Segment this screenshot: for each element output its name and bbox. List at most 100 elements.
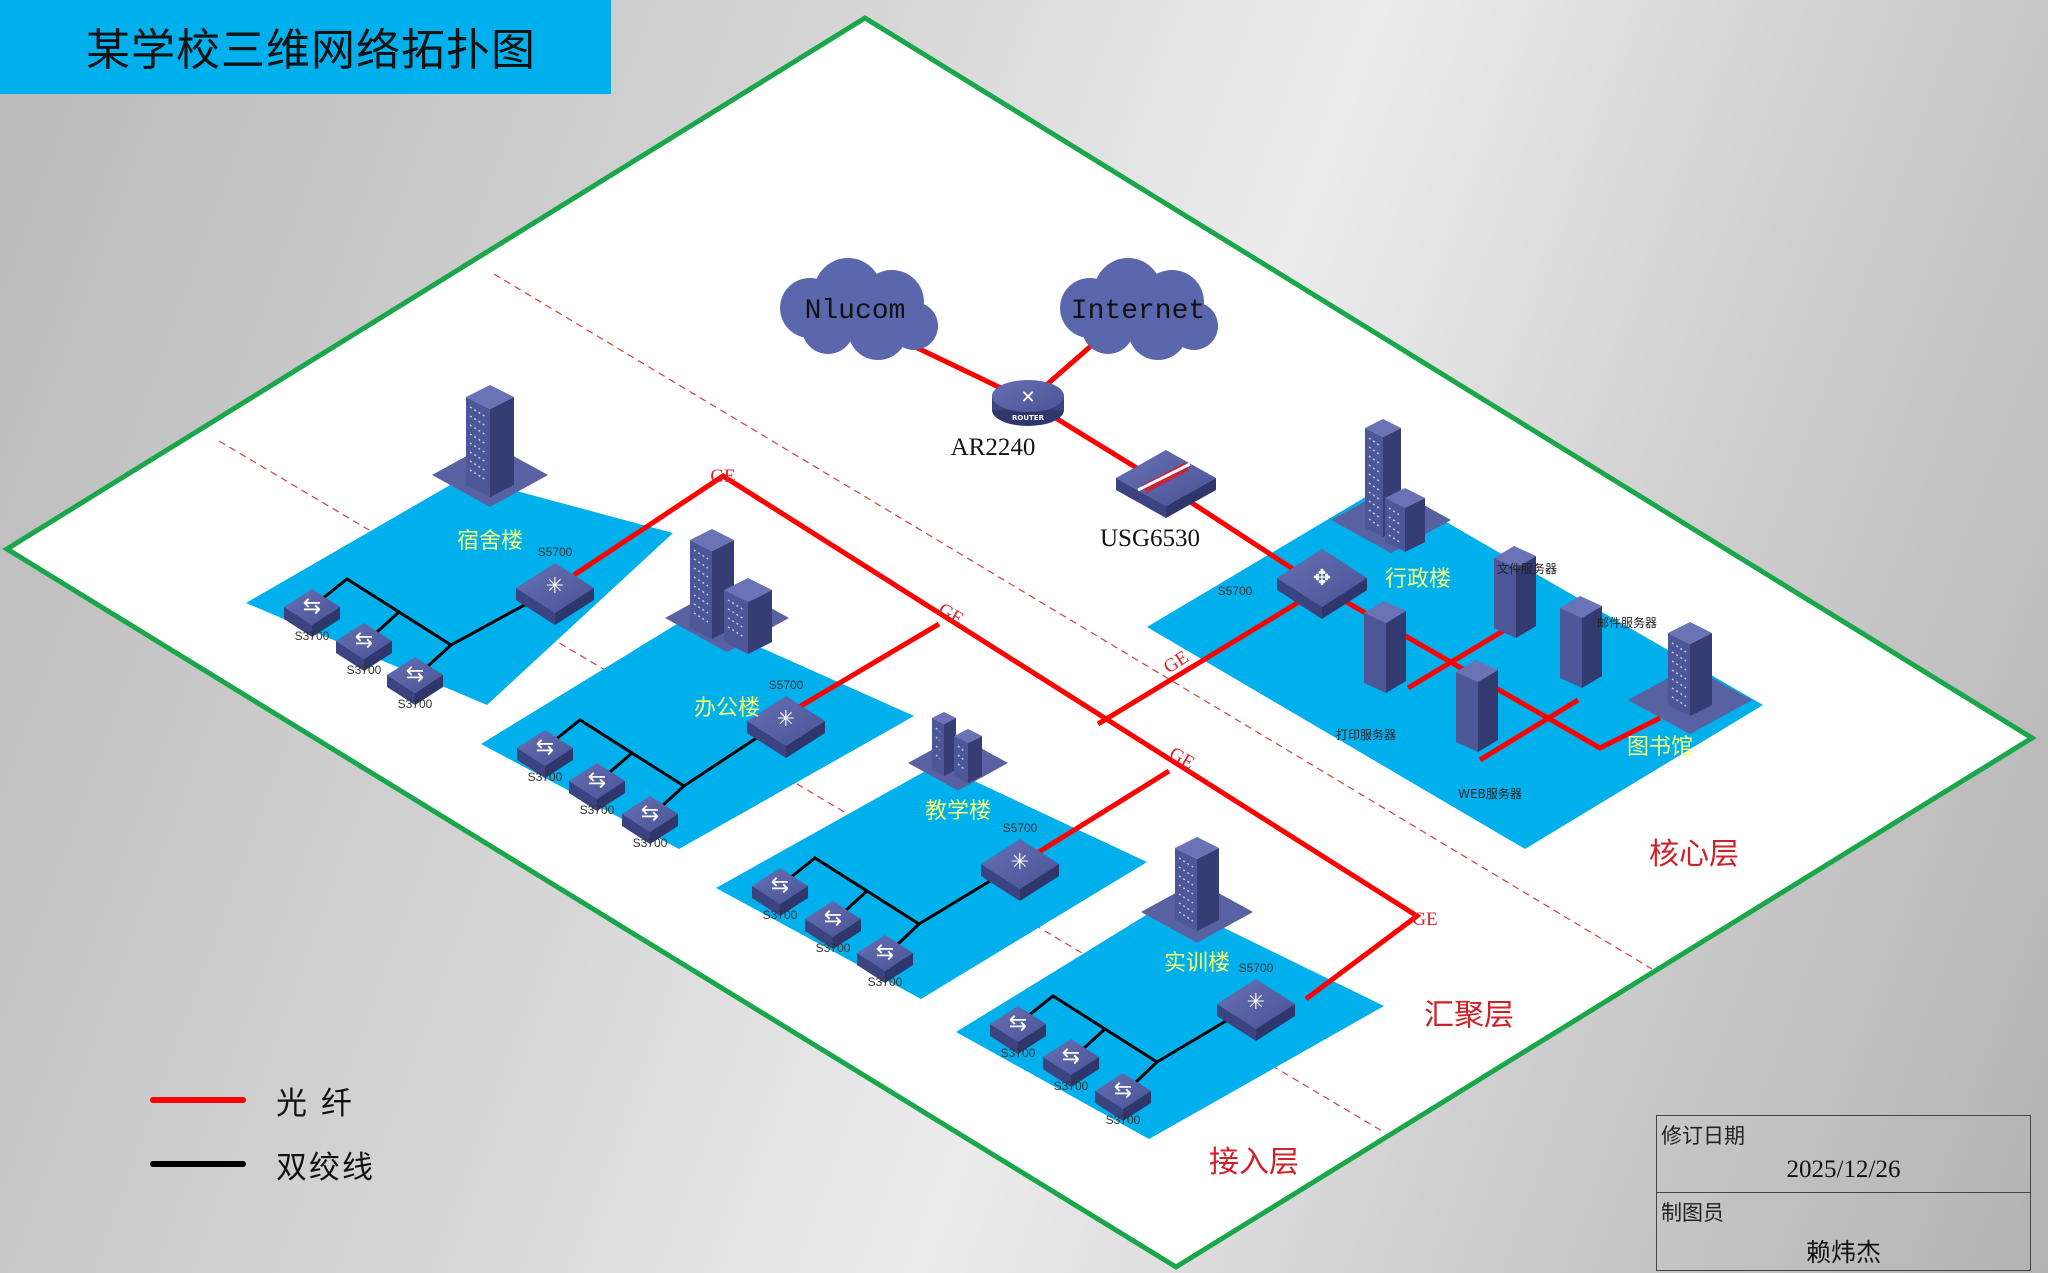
building-icon-dorm-windows [469, 433, 487, 445]
firewall-icon-side-left [1116, 478, 1166, 518]
drafter-value: 赖炜杰 [1805, 1240, 1881, 1267]
access-switch-label-office-1: S3700 [528, 770, 563, 784]
building-icon-office-b-windows [727, 599, 745, 611]
twisted-pair-branch-dorm-3 [425, 643, 453, 669]
access-switch-label-teaching-2: S3700 [816, 941, 851, 955]
access-switch-teaching-3-side-right [885, 953, 913, 983]
building-icon-teaching-a-right [944, 718, 956, 776]
access-switch-label-office-2: S3700 [580, 803, 615, 817]
core-agg-separator [493, 273, 1653, 970]
server-icon-file-top [1494, 546, 1536, 568]
building-icon-office-b-windows [727, 617, 745, 629]
access-switch-teaching-2: ⇆ [805, 901, 861, 949]
layer-label-core: 核心层 [1649, 837, 1739, 872]
access-switch-office-2-arrows-icon: ⇆ [588, 768, 606, 793]
cloud-icon-internet-puff [1128, 300, 1188, 360]
access-switch-office-3-side-right [650, 814, 678, 844]
access-switch-teaching-3-arrows-icon: ⇆ [876, 940, 894, 965]
access-switch-office-1-side-right [545, 748, 573, 778]
access-switch-training-1-arrows-icon: ⇆ [1009, 1011, 1027, 1036]
cloud-label-nlucom: Nlucom [805, 296, 906, 327]
twisted-pair-branch-office-3 [660, 784, 686, 808]
core-switch-icon-side-left [1277, 578, 1322, 619]
building-icon-teaching-a-windows [935, 754, 941, 760]
access-switch-label-teaching-1: S3700 [763, 908, 798, 922]
agg-switch-training-side-right [1256, 1004, 1295, 1041]
server-icon-web-front [1456, 672, 1478, 752]
building-icon-teaching-b-left [954, 736, 968, 783]
building-icon-teaching-b-windows [957, 754, 965, 761]
building-icon-admin-b [1385, 488, 1425, 552]
agg-access-separator [218, 440, 1383, 1132]
access-switch-dorm-1-arrows-icon: ⇆ [303, 594, 321, 619]
router-label: AR2240 [951, 434, 1036, 461]
building-icon-dorm-windows [469, 460, 487, 472]
agg-switch-label-teaching: S5700 [1003, 821, 1038, 835]
fiber-link-web-mail [1478, 697, 1580, 763]
access-switch-label-dorm-3: S3700 [398, 697, 433, 711]
title-bar: 某学校三维网络拓扑图 [0, 0, 611, 94]
agg-switch-label-dorm: S5700 [538, 545, 573, 559]
building-icon-teaching-b-windows [957, 745, 965, 752]
access-switch-dorm-3-arrows-icon: ⇆ [406, 662, 424, 687]
title-block: 修订日期 2025/12/26 制图员 赖炜杰 [1656, 1115, 2031, 1271]
router-icon: ✕ROUTER [992, 380, 1064, 426]
revision-date-value: 2025/12/26 [1786, 1156, 1901, 1183]
building-icon-office-b [724, 578, 772, 654]
building-icon-office-b-windows [727, 626, 745, 638]
twisted-pair-branch-office-2 [608, 751, 633, 775]
server-icon-mail-side [1582, 606, 1602, 688]
server-label-mail: 邮件服务器 [1597, 615, 1657, 630]
access-switch-training-3: ⇆ [1095, 1073, 1151, 1121]
cloud-label-internet: Internet [1071, 296, 1205, 327]
server-icon-web [1456, 660, 1498, 752]
access-switch-teaching-1-arrows-icon: ⇆ [771, 873, 789, 898]
server-icon-print [1364, 601, 1406, 693]
fiber-link-core-library [1320, 585, 1662, 751]
server-icon-web-side [1478, 670, 1498, 752]
building-icon-training [1175, 837, 1219, 931]
revision-row: 修订日期 2025/12/26 [1657, 1116, 2030, 1193]
agg-switch-teaching-arrows-icon: ✳ [1011, 850, 1029, 875]
building-icon-dorm-windows [469, 406, 487, 418]
building-icon-dorm-windows [469, 469, 487, 481]
building-icon-dorm-windows [469, 415, 487, 427]
access-switch-dorm-1: ⇆ [284, 589, 340, 637]
access-switch-dorm-2-arrows-icon: ⇆ [355, 628, 373, 653]
access-switch-training-2-side-right [1071, 1057, 1099, 1087]
page-title: 某学校三维网络拓扑图 [86, 25, 536, 76]
building-label-training: 实训楼 [1164, 951, 1230, 976]
access-switch-training-3-side-right [1123, 1091, 1151, 1121]
access-switch-training-2: ⇆ [1043, 1039, 1099, 1087]
access-switch-dorm-3-side-right [415, 675, 443, 705]
building-label-teaching: 教学楼 [925, 799, 991, 824]
server-icon-web-top [1456, 660, 1498, 682]
building-icon-teaching-b-right [968, 736, 982, 783]
router-badge: ROUTER [1012, 414, 1045, 422]
server-label-file: 文件服务器 [1497, 561, 1557, 576]
building-icon-office-a-left [690, 540, 712, 639]
access-switch-dorm-3: ⇆ [387, 657, 443, 705]
building-icon-teaching-b [954, 729, 982, 783]
access-switch-training-3-side-left [1095, 1091, 1123, 1121]
agg-switch-teaching-side-right [1020, 864, 1059, 901]
twisted-pair-branch-training-3 [1133, 1060, 1159, 1085]
building-icon-dorm-windows [469, 424, 487, 436]
agg-switch-office-arrows-icon: ✳ [777, 707, 795, 732]
building-icon-library-left [1668, 633, 1690, 716]
agg-switch-office-side-left [747, 721, 786, 758]
building-icon-admin-a-left [1365, 428, 1383, 537]
firewall-label: USG6530 [1100, 525, 1200, 552]
agg-switch-dorm-arrows-icon: ✳ [546, 574, 564, 599]
building-icon-dorm [466, 385, 514, 497]
building-label-dorm: 宿舍楼 [457, 529, 523, 554]
building-icon-library-roof [1668, 622, 1712, 644]
building-icon-admin-a-windows [1368, 509, 1380, 518]
building-icon-library [1668, 622, 1712, 716]
ge-label-1: GE [710, 466, 735, 487]
building-icon-office-b-left [724, 590, 748, 654]
access-switch-training-1-side-right [1018, 1024, 1046, 1054]
ge-label-5: GE [1412, 909, 1437, 930]
access-switch-label-teaching-3: S3700 [868, 975, 903, 989]
